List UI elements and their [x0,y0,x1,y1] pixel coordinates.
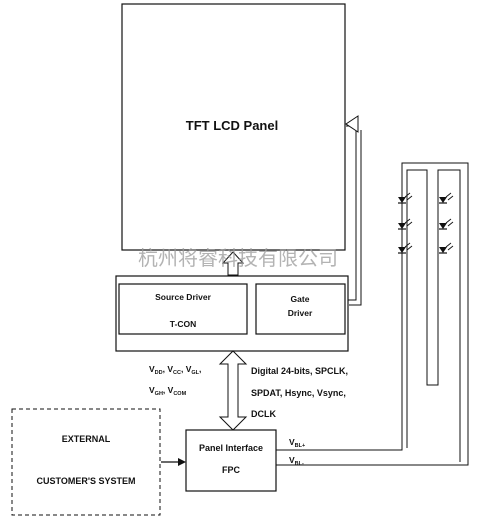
tft-lcd-panel-title: TFT LCD Panel [186,118,278,133]
external-label: EXTERNAL [62,434,111,444]
fpc-label: FPC [222,465,241,475]
tft-lcd-panel [121,3,346,251]
signal-label-line3: DCLK [251,409,276,419]
gate-driver-label-line2: Driver [288,308,313,318]
panel-interface-fpc [185,429,277,492]
gate-driver-box [255,283,346,335]
led-string-right [438,192,454,254]
power-rails-label-line2: VGH, VCOM [149,385,187,397]
backlight-loop-inner [406,169,461,462]
external-customer-system [11,408,161,516]
backlight-loop-outer [276,162,469,466]
board-interface-double-arrow [218,350,248,431]
signal-label-line1: Digital 24-bits, SPCLK, [251,366,348,376]
watermark-text: 杭州将睿科技有限公司 [138,246,338,270]
gate-feed-arrowhead [345,115,359,133]
external-to-interface-arrowhead [178,458,186,466]
gate-to-panel-feed-inner [349,130,362,306]
board-to-panel-arrow [221,251,245,276]
vbl-minus-label: VBL- [289,455,304,467]
source-driver-tcon-box [118,283,248,335]
gate-driver-label-line1: Gate [291,294,310,304]
power-rails-label-line1: VDD, VCC, VGL, [149,364,201,376]
customer-system-label: CUSTOMER'S SYSTEM [37,476,136,486]
vbl-plus-label: VBL+ [289,437,305,449]
gate-to-panel-feed [345,125,357,301]
signal-label-line2: SPDAT, Hsync, Vsync, [251,388,346,398]
source-driver-label: Source Driver [155,292,211,302]
tcon-label: T-CON [170,319,196,329]
panel-interface-label: Panel Interface [199,443,263,453]
led-string-left [397,192,413,254]
